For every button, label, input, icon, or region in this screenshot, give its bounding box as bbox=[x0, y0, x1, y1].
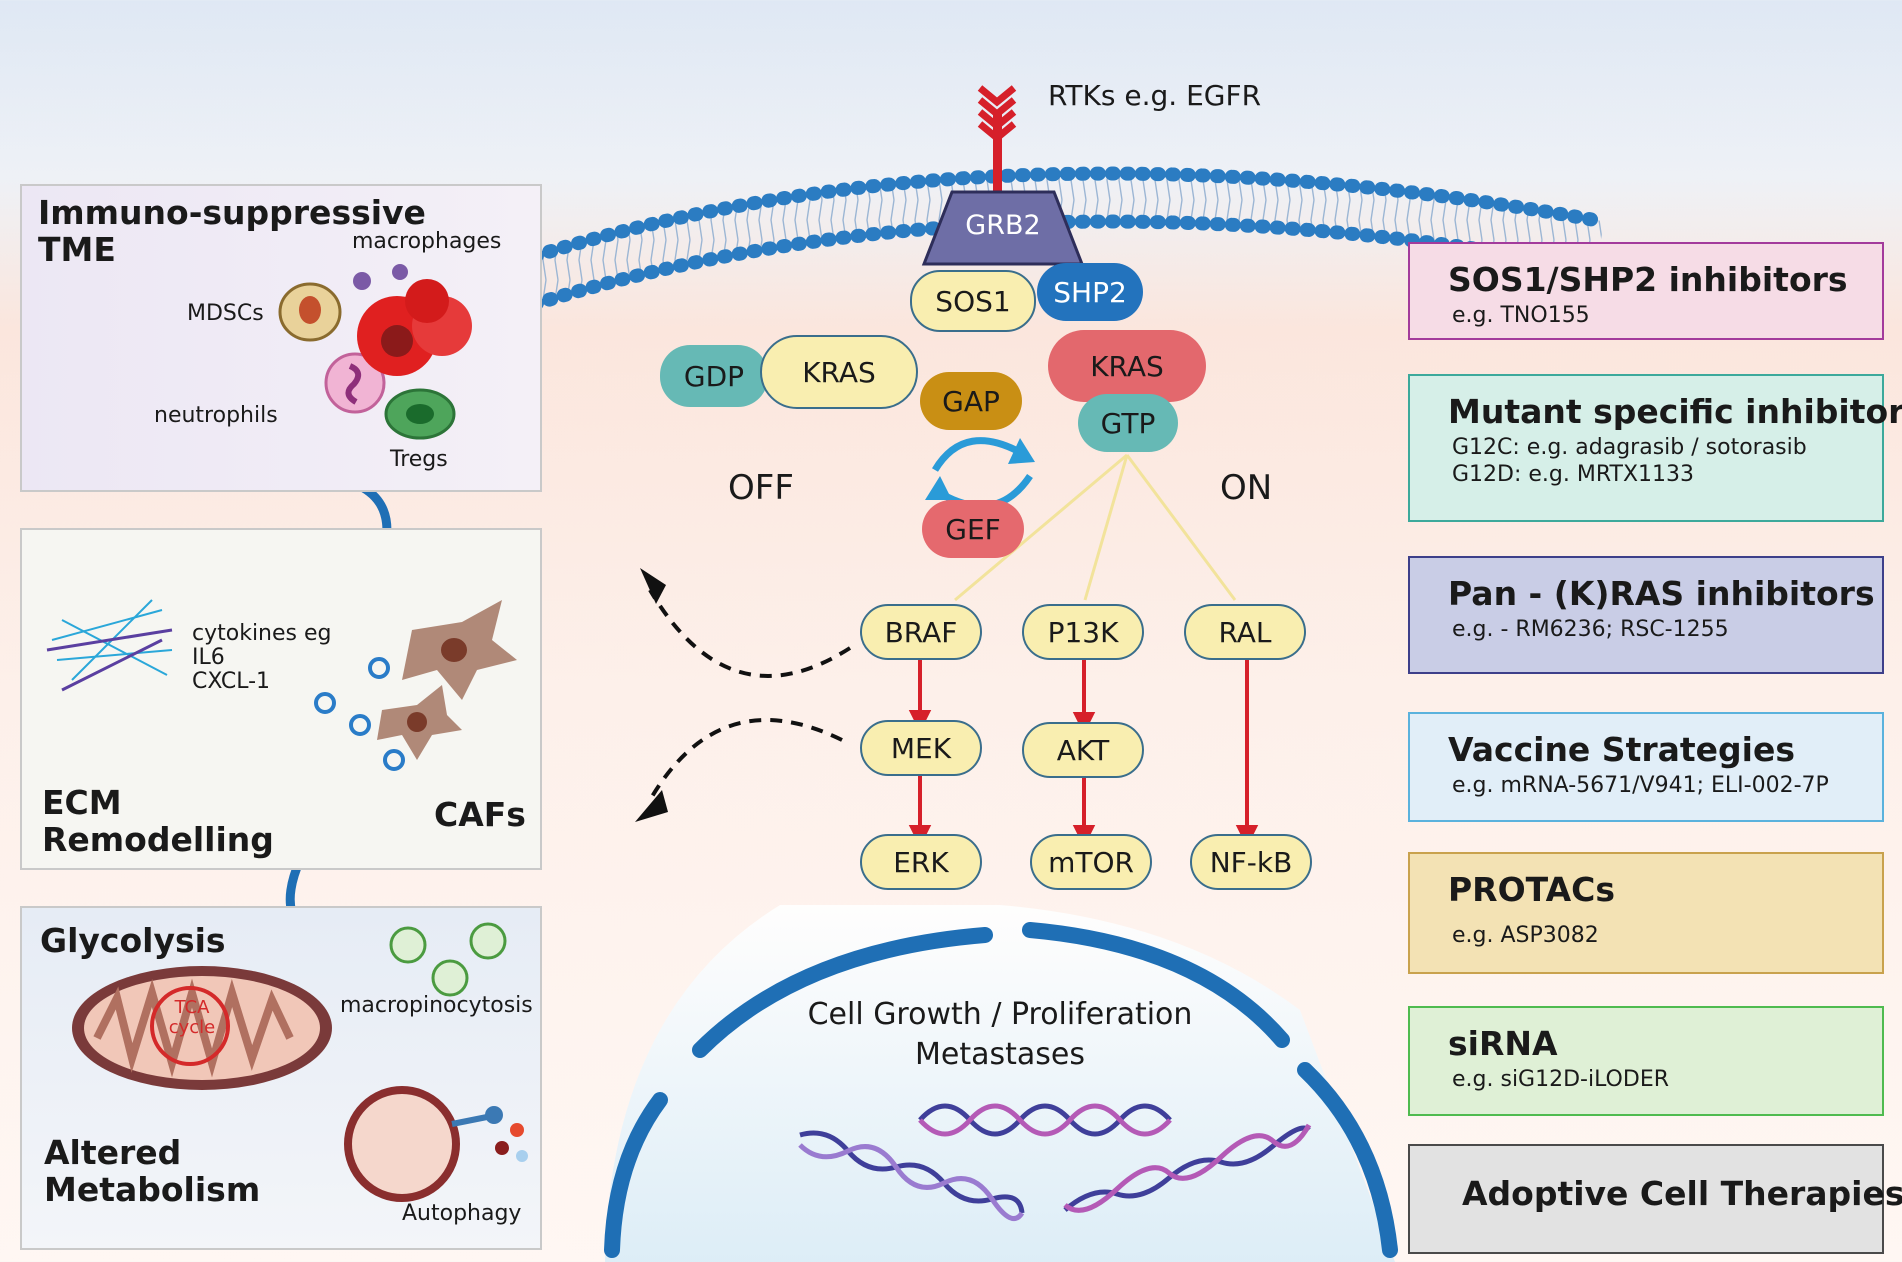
erk-node: ERK bbox=[860, 834, 982, 890]
therapy-example: e.g. siG12D-iLODER bbox=[1452, 1067, 1670, 1092]
nfkb-node: NF-kB bbox=[1190, 834, 1312, 890]
dashed-arrowhead-2 bbox=[635, 790, 668, 822]
mdscs-label: MDSCs bbox=[187, 301, 264, 326]
rtk-receptor-icon bbox=[977, 85, 1017, 205]
mtor-node: mTOR bbox=[1030, 834, 1152, 890]
gtp-node: GTP bbox=[1078, 394, 1178, 452]
kras-off-node: KRAS bbox=[760, 335, 918, 409]
p13k-node: P13K bbox=[1022, 604, 1144, 660]
on-label: ON bbox=[1220, 468, 1273, 508]
therapy-example: e.g. TNO155 bbox=[1452, 303, 1590, 328]
ecm-panel: cytokines eg IL6 CXCL-1 ECM Remodelling … bbox=[20, 528, 542, 870]
therapy-box-4: PROTACs e.g. ASP3082 bbox=[1408, 852, 1884, 974]
autophagy-label: Autophagy bbox=[402, 1201, 522, 1226]
braf-node: BRAF bbox=[860, 604, 982, 660]
effector-lines bbox=[954, 453, 1237, 602]
therapy-title: PROTACs bbox=[1448, 870, 1615, 909]
mek-node: MEK bbox=[860, 720, 982, 776]
off-label: OFF bbox=[728, 468, 794, 508]
dashed-feedback-arrows bbox=[648, 588, 852, 802]
kras-on-node: KRAS bbox=[1048, 330, 1206, 402]
therapy-title: siRNA bbox=[1448, 1024, 1558, 1063]
metabolism-panel: Glycolysis macropinocytosis Altered Meta… bbox=[20, 906, 542, 1250]
immune-cells-icon bbox=[278, 264, 472, 440]
therapy-title: Adoptive Cell Therapies bbox=[1462, 1174, 1902, 1213]
cafs-title: CAFs bbox=[434, 795, 526, 834]
macropinocytosis-label: macropinocytosis bbox=[340, 993, 533, 1018]
therapy-box-5: siRNA e.g. siG12D-iLODER bbox=[1408, 1006, 1884, 1116]
grb2-label: GRB2 bbox=[965, 210, 1041, 241]
mitochondria-icon bbox=[72, 922, 528, 1202]
therapy-example: e.g. - RM6236; RSC-1255 bbox=[1452, 617, 1729, 642]
therapy-example: e.g. mRNA-5671/V941; ELI-002-7P bbox=[1452, 773, 1829, 798]
therapy-box-6: Adoptive Cell Therapies bbox=[1408, 1144, 1902, 1254]
therapy-title: Mutant specific inhibitors bbox=[1448, 392, 1902, 431]
cycle-arrowhead-2 bbox=[925, 476, 952, 500]
gef-node: GEF bbox=[922, 500, 1024, 558]
gap-node: GAP bbox=[920, 372, 1022, 430]
tca-cycle-label: TCA cycle bbox=[168, 997, 216, 1038]
cytokines-label: cytokines eg IL6 CXCL-1 bbox=[192, 621, 332, 694]
shp2-node: SHP2 bbox=[1037, 263, 1143, 321]
tme-title: Immuno-suppressive TME bbox=[38, 193, 426, 269]
nucleus-line-2: Metastases bbox=[915, 1037, 1085, 1072]
macrophages-label: macrophages bbox=[352, 229, 502, 254]
nucleus-text: Cell Growth / Proliferation Metastases bbox=[770, 995, 1230, 1075]
therapy-box-2: Pan - (K)RAS inhibitors e.g. - RM6236; RS… bbox=[1408, 556, 1884, 674]
therapy-example: G12C: e.g. adagrasib / sotorasib G12D: e… bbox=[1452, 435, 1807, 487]
ecm-fibers-icon bbox=[46, 599, 517, 771]
gdp-node: GDP bbox=[660, 345, 768, 407]
therapy-title: Vaccine Strategies bbox=[1448, 730, 1795, 769]
nucleus-line-1: Cell Growth / Proliferation bbox=[807, 997, 1193, 1032]
dashed-arrowhead-1 bbox=[640, 568, 666, 604]
neutrophils-label: neutrophils bbox=[154, 403, 278, 428]
metabolism-title: Altered Metabolism bbox=[44, 1133, 261, 1209]
cycle-arrowhead-1 bbox=[1008, 438, 1035, 464]
therapy-box-0: SOS1/SHP2 inhibitors e.g. TNO155 bbox=[1408, 242, 1884, 340]
therapy-title: Pan - (K)RAS inhibitors bbox=[1448, 574, 1875, 613]
glycolysis-title: Glycolysis bbox=[40, 921, 226, 960]
therapy-title: SOS1/SHP2 inhibitors bbox=[1448, 260, 1848, 299]
ral-node: RAL bbox=[1184, 604, 1306, 660]
akt-node: AKT bbox=[1022, 722, 1144, 778]
receptor-label: RTKs e.g. EGFR bbox=[1048, 79, 1262, 112]
therapy-box-3: Vaccine Strategies e.g. mRNA-5671/V941; E… bbox=[1408, 712, 1884, 822]
ecm-title: ECM Remodelling bbox=[42, 783, 274, 859]
tme-panel: Immuno-suppressive TME macrophages MDSCs… bbox=[20, 184, 542, 492]
sos1-node: SOS1 bbox=[910, 270, 1036, 332]
dna-icon bbox=[798, 1103, 1312, 1222]
tregs-label: Tregs bbox=[390, 447, 448, 472]
therapy-example: e.g. ASP3082 bbox=[1452, 923, 1599, 948]
